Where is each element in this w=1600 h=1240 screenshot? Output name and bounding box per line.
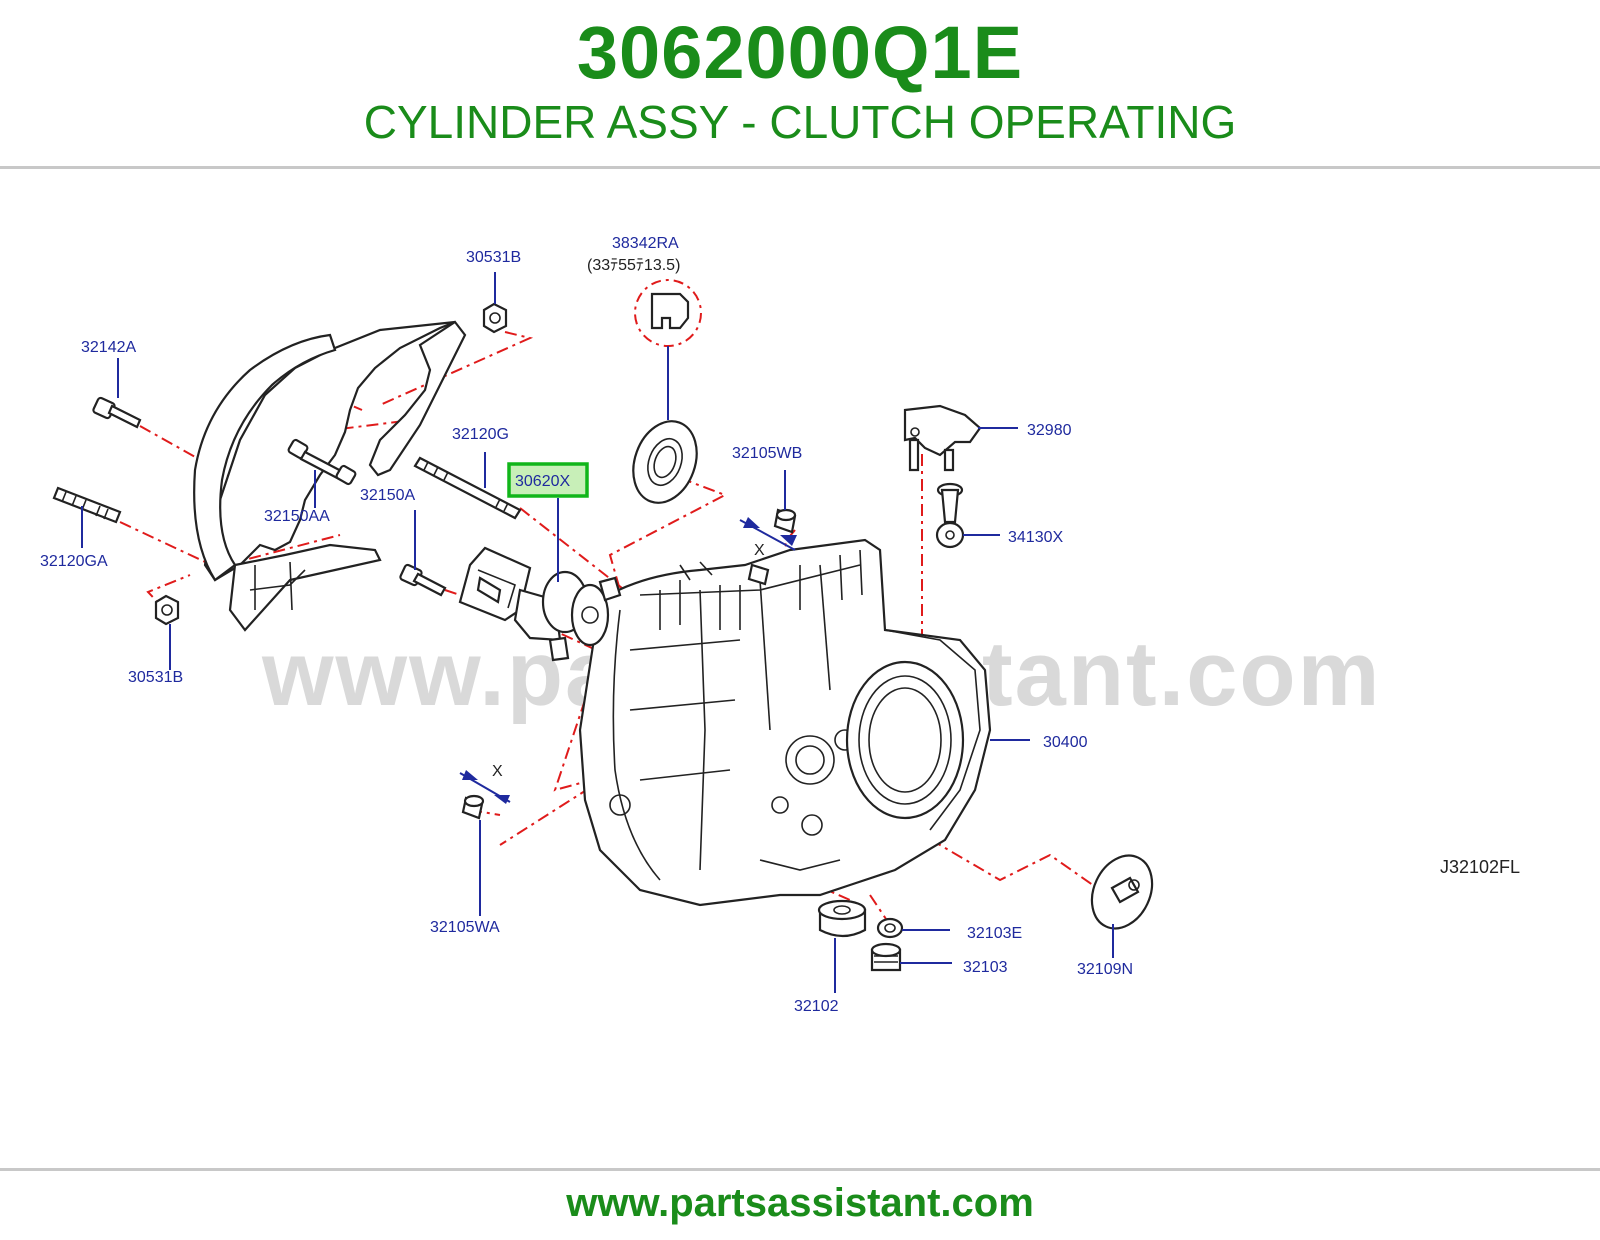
bolt-32142A (92, 396, 142, 429)
dowel-32105WA (459, 770, 511, 820)
label-34130X[interactable]: 34130X (1008, 529, 1063, 546)
page-header: 3062000Q1E CYLINDER ASSY - CLUTCH OPERAT… (0, 0, 1600, 168)
label-32120G[interactable]: 32120G (452, 426, 509, 443)
drain-plug-32103 (870, 942, 902, 972)
exploded-view-svg: www.partsassistant.com (40, 235, 1520, 1015)
parts-diagram: www.partsassistant.com (0, 170, 1600, 1170)
label-32150A[interactable]: 32150A (360, 487, 415, 504)
label-30620X[interactable]: 30620X (515, 473, 570, 490)
part-labels: 30531B 38342RA (33ﾃ55ﾃ13.5) 32142A 32120… (40, 235, 1520, 1015)
oil-seal-38342RA (632, 279, 702, 504)
pivot-34130X (935, 482, 965, 549)
label-30400[interactable]: 30400 (1043, 734, 1088, 751)
nut-30531B-top (482, 302, 508, 334)
dimension-mark-top: X (754, 542, 765, 559)
boot-32109N (1090, 854, 1154, 930)
torque-note: (33ﾃ55ﾃ13.5) (587, 257, 680, 274)
bracket-frame (193, 320, 467, 632)
nut-30531B-bottom (154, 594, 180, 626)
label-32103[interactable]: 32103 (963, 959, 1008, 976)
label-32105WB[interactable]: 32105WB (732, 445, 802, 462)
washer-32103E (876, 917, 904, 939)
reference-code: J32102FL (1440, 857, 1520, 877)
footer-divider (0, 1168, 1600, 1171)
label-30531B-top[interactable]: 30531B (466, 249, 521, 266)
part-number-title: 3062000Q1E (576, 11, 1024, 94)
bolt-32150AA (287, 438, 357, 486)
label-32980[interactable]: 32980 (1027, 422, 1072, 439)
clutch-housing-30400 (578, 538, 992, 907)
dowel-32105WB (739, 508, 797, 586)
stud-32120GA (52, 486, 122, 524)
part-description: CYLINDER ASSY - CLUTCH OPERATING (363, 96, 1237, 148)
label-38342RA[interactable]: 38342RA (612, 235, 679, 252)
label-30531B-bottom[interactable]: 30531B (128, 669, 183, 686)
leader-lines (81, 272, 1114, 993)
label-32102[interactable]: 32102 (794, 998, 839, 1015)
highlight-box (507, 462, 589, 498)
label-32103E[interactable]: 32103E (967, 925, 1022, 942)
bolt-32150A (399, 563, 447, 597)
label-32150AA[interactable]: 32150AA (264, 508, 330, 525)
stud-32120G (413, 456, 522, 520)
header-divider (0, 166, 1600, 169)
footer-url[interactable]: www.partsassistant.com (566, 1181, 1034, 1225)
label-32105WA[interactable]: 32105WA (430, 919, 500, 936)
plug-32102 (817, 899, 867, 938)
dimension-mark-bottom: X (492, 763, 503, 780)
label-32120GA[interactable]: 32120GA (40, 553, 108, 570)
release-lever-32980 (903, 404, 982, 472)
label-32109N[interactable]: 32109N (1077, 961, 1133, 978)
clutch-operating-cylinder-30620X (458, 546, 622, 662)
label-32142A[interactable]: 32142A (81, 339, 136, 356)
